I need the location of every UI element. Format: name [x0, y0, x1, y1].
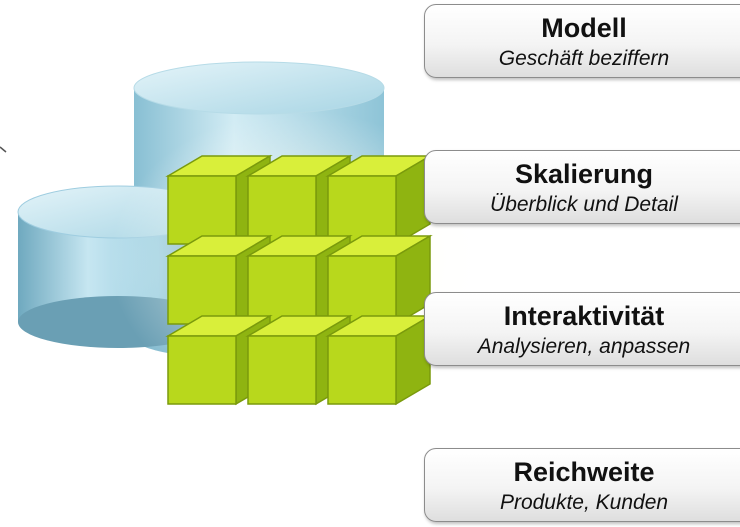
feature-title: Skalierung — [514, 159, 654, 189]
cube-block-front — [327, 255, 397, 325]
cube-block-front — [247, 255, 317, 325]
cube-block-front — [327, 175, 397, 245]
cube-block-front — [247, 335, 317, 405]
feature-subtitle: Analysieren, anpassen — [477, 335, 691, 358]
feature-subtitle: Geschäft beziffern — [498, 47, 670, 70]
feature-title: Reichweite — [513, 457, 655, 487]
feature-card-skalierung: Skalierung Überblick und Detail — [424, 150, 740, 224]
feature-card-modell: Modell Geschäft beziffern — [424, 4, 740, 78]
cube-block-front — [167, 335, 237, 405]
cube-block-front — [167, 255, 237, 325]
feature-card-interaktivitaet: Interaktivität Analysieren, anpassen — [424, 292, 740, 366]
feature-subtitle: Überblick und Detail — [490, 193, 678, 216]
feature-title: Modell — [541, 13, 627, 43]
feature-card-reichweite: Reichweite Produkte, Kunden — [424, 448, 740, 522]
cube-block-front — [327, 335, 397, 405]
feature-subtitle: Produkte, Kunden — [499, 491, 669, 514]
feature-title: Interaktivität — [503, 301, 665, 331]
cube-block-front — [167, 175, 237, 245]
cube-block-front — [247, 175, 317, 245]
olap-cube — [165, 154, 433, 406]
pointer-line — [0, 146, 7, 153]
